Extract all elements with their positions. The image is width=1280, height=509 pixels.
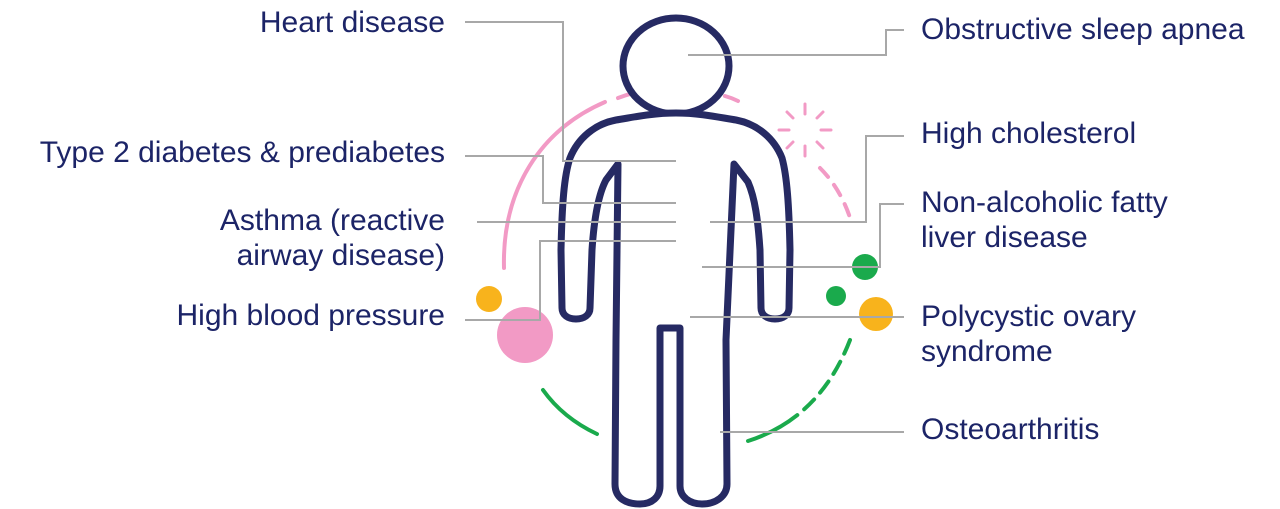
leader-heart-disease bbox=[465, 21, 676, 162]
leader-high-blood-pressure bbox=[465, 240, 676, 321]
label-pcos: Polycystic ovary syndrome bbox=[921, 299, 1136, 369]
sparkle-icon bbox=[777, 102, 833, 158]
label-asthma: Asthma (reactive airway disease) bbox=[220, 203, 445, 273]
pink-arc-left bbox=[501, 100, 607, 270]
label-pcos-line2: syndrome bbox=[921, 335, 1053, 368]
leader-high-cholesterol bbox=[710, 135, 904, 223]
label-fatty-liver-line1: Non-alcoholic fatty bbox=[921, 186, 1168, 219]
label-sleep-apnea: Obstructive sleep apnea bbox=[921, 12, 1245, 47]
label-type2-diabetes: Type 2 diabetes & prediabetes bbox=[40, 135, 445, 170]
green-dot-small-right bbox=[826, 286, 846, 306]
label-type2-diabetes-text: Type 2 diabetes & prediabetes bbox=[39, 136, 445, 169]
green-arc-bottom-left bbox=[541, 388, 599, 436]
label-high-cholesterol-text: High cholesterol bbox=[921, 117, 1137, 150]
label-pcos-line1: Polycystic ovary bbox=[921, 300, 1137, 333]
label-sleep-apnea-text: Obstructive sleep apnea bbox=[921, 13, 1245, 46]
leader-type2-diabetes bbox=[465, 155, 676, 204]
leader-sleep-apnea bbox=[688, 29, 904, 56]
label-heart-disease: Heart disease bbox=[260, 5, 445, 40]
human-figure-icon bbox=[557, 14, 794, 508]
label-asthma-line1: Asthma (reactive bbox=[219, 204, 445, 237]
pink-dot-large bbox=[497, 307, 553, 363]
yellow-dot-right bbox=[859, 297, 893, 331]
label-high-blood-pressure: High blood pressure bbox=[177, 298, 446, 333]
leader-fatty-liver bbox=[702, 203, 904, 268]
label-high-cholesterol: High cholesterol bbox=[921, 116, 1136, 151]
pink-dashed-arc-right bbox=[818, 166, 854, 226]
green-dashed-arc-bottom-right bbox=[746, 338, 852, 443]
label-osteoarthritis: Osteoarthritis bbox=[921, 412, 1099, 447]
label-osteoarthritis-text: Osteoarthritis bbox=[921, 413, 1100, 446]
pink-dashed-arc-top-right bbox=[723, 94, 740, 103]
label-high-blood-pressure-text: High blood pressure bbox=[176, 299, 446, 332]
label-fatty-liver-line2: liver disease bbox=[921, 221, 1088, 254]
label-asthma-line2: airway disease) bbox=[236, 239, 445, 272]
label-heart-disease-text: Heart disease bbox=[259, 6, 445, 39]
label-fatty-liver: Non-alcoholic fatty liver disease bbox=[921, 185, 1168, 255]
leader-lines bbox=[465, 21, 904, 433]
yellow-dot-left bbox=[476, 286, 502, 312]
